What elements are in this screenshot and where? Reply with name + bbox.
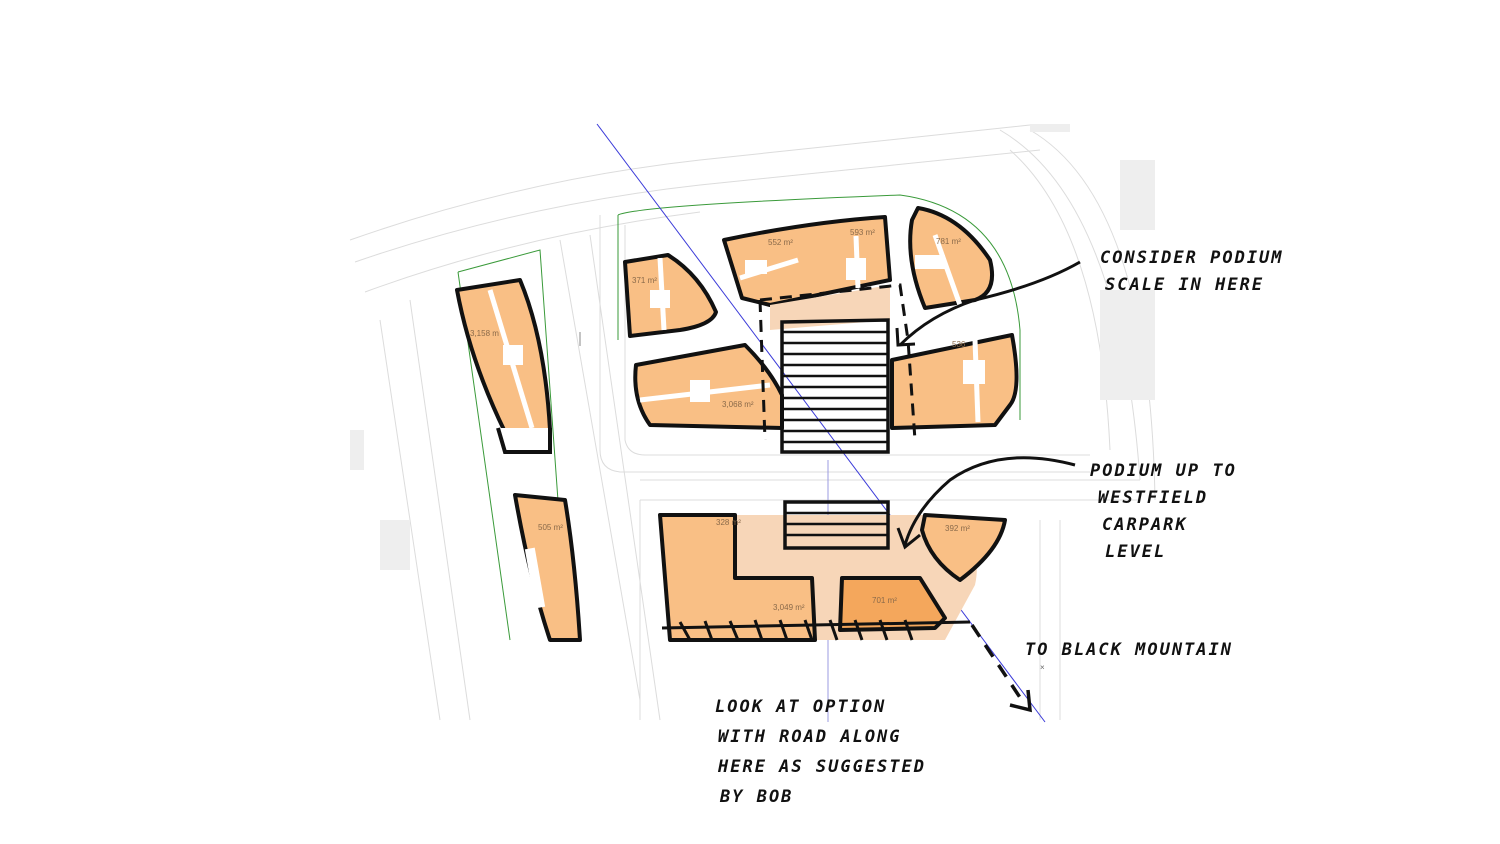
proposed-road-hatch xyxy=(661,619,971,641)
annotation-line: LOOK AT OPTION xyxy=(715,697,886,717)
annotation-podium-scale: CONSIDER PODIUM SCALE IN HERE xyxy=(1100,248,1284,295)
leader-podium-scale xyxy=(898,260,1081,347)
annotation-line: HERE AS SUGGESTED xyxy=(717,757,926,777)
block-north-1: 552 m² 593 m² xyxy=(722,215,892,307)
black-mountain-arrow xyxy=(970,624,1027,706)
area-label: 371 m² xyxy=(632,276,657,285)
annotation-line: LEVEL xyxy=(1105,542,1166,562)
area-label: 3,068 m² xyxy=(722,400,754,409)
block-west: 3,158 m xyxy=(455,278,552,454)
annotation-line: CONSIDER PODIUM xyxy=(1100,248,1284,268)
annotation-line: SCALE IN HERE xyxy=(1105,275,1264,295)
leader-podium-westfield xyxy=(903,456,1076,546)
annotation-line: PODIUM UP TO xyxy=(1090,461,1237,481)
neighbouring-buildings xyxy=(350,124,1155,570)
podium-dashed-outline xyxy=(758,283,917,441)
annotation-line: CARPARK xyxy=(1102,515,1188,535)
area-label: 392 m² xyxy=(945,524,970,533)
block-south-west: 505 m² xyxy=(513,493,582,642)
area-label: 3,049 m² xyxy=(773,603,805,612)
podium-north xyxy=(770,285,890,330)
block-north-2: 781 m² xyxy=(908,206,995,310)
area-label: 781 m² xyxy=(936,237,961,246)
block-centre-west: 3,068 m² xyxy=(633,343,784,430)
block-south-main: 328 m² 3,049 m² xyxy=(658,513,817,642)
area-label: 701 m² xyxy=(872,596,897,605)
arrow-head-icon xyxy=(895,327,916,347)
annotation-line: BY BOB xyxy=(719,787,793,807)
grid-axis-line xyxy=(596,123,1046,723)
block-south-east: 392 m² xyxy=(920,513,1007,582)
area-label: 552 m² xyxy=(768,238,793,247)
arrow-head-icon xyxy=(896,527,921,550)
annotation-podium-westfield: PODIUM UP TO WESTFIELD CARPARK LEVEL xyxy=(1090,461,1237,562)
area-label: 505 m² xyxy=(538,523,563,532)
annotation-line: WITH ROAD ALONG xyxy=(718,727,902,747)
pedestrian-crossing-north xyxy=(780,318,890,454)
area-label: 3,158 m xyxy=(470,329,499,338)
svg-text:×: × xyxy=(1040,663,1045,672)
annotation-black-mountain: TO BLACK MOUNTAIN xyxy=(1025,640,1233,660)
area-label: 593 m² xyxy=(850,228,875,237)
block-centre-east: 536 xyxy=(890,333,1019,430)
annotation-line: WESTFIELD xyxy=(1098,488,1208,508)
annotation-road-option: LOOK AT OPTION WITH ROAD ALONG HERE AS S… xyxy=(715,697,926,807)
area-label: 328 m² xyxy=(716,518,741,527)
block-north-3: 371 m² xyxy=(623,253,718,338)
area-label: 536 xyxy=(952,340,966,349)
pedestrian-crossing-south xyxy=(783,500,890,550)
arrow-head-icon xyxy=(1009,689,1032,713)
